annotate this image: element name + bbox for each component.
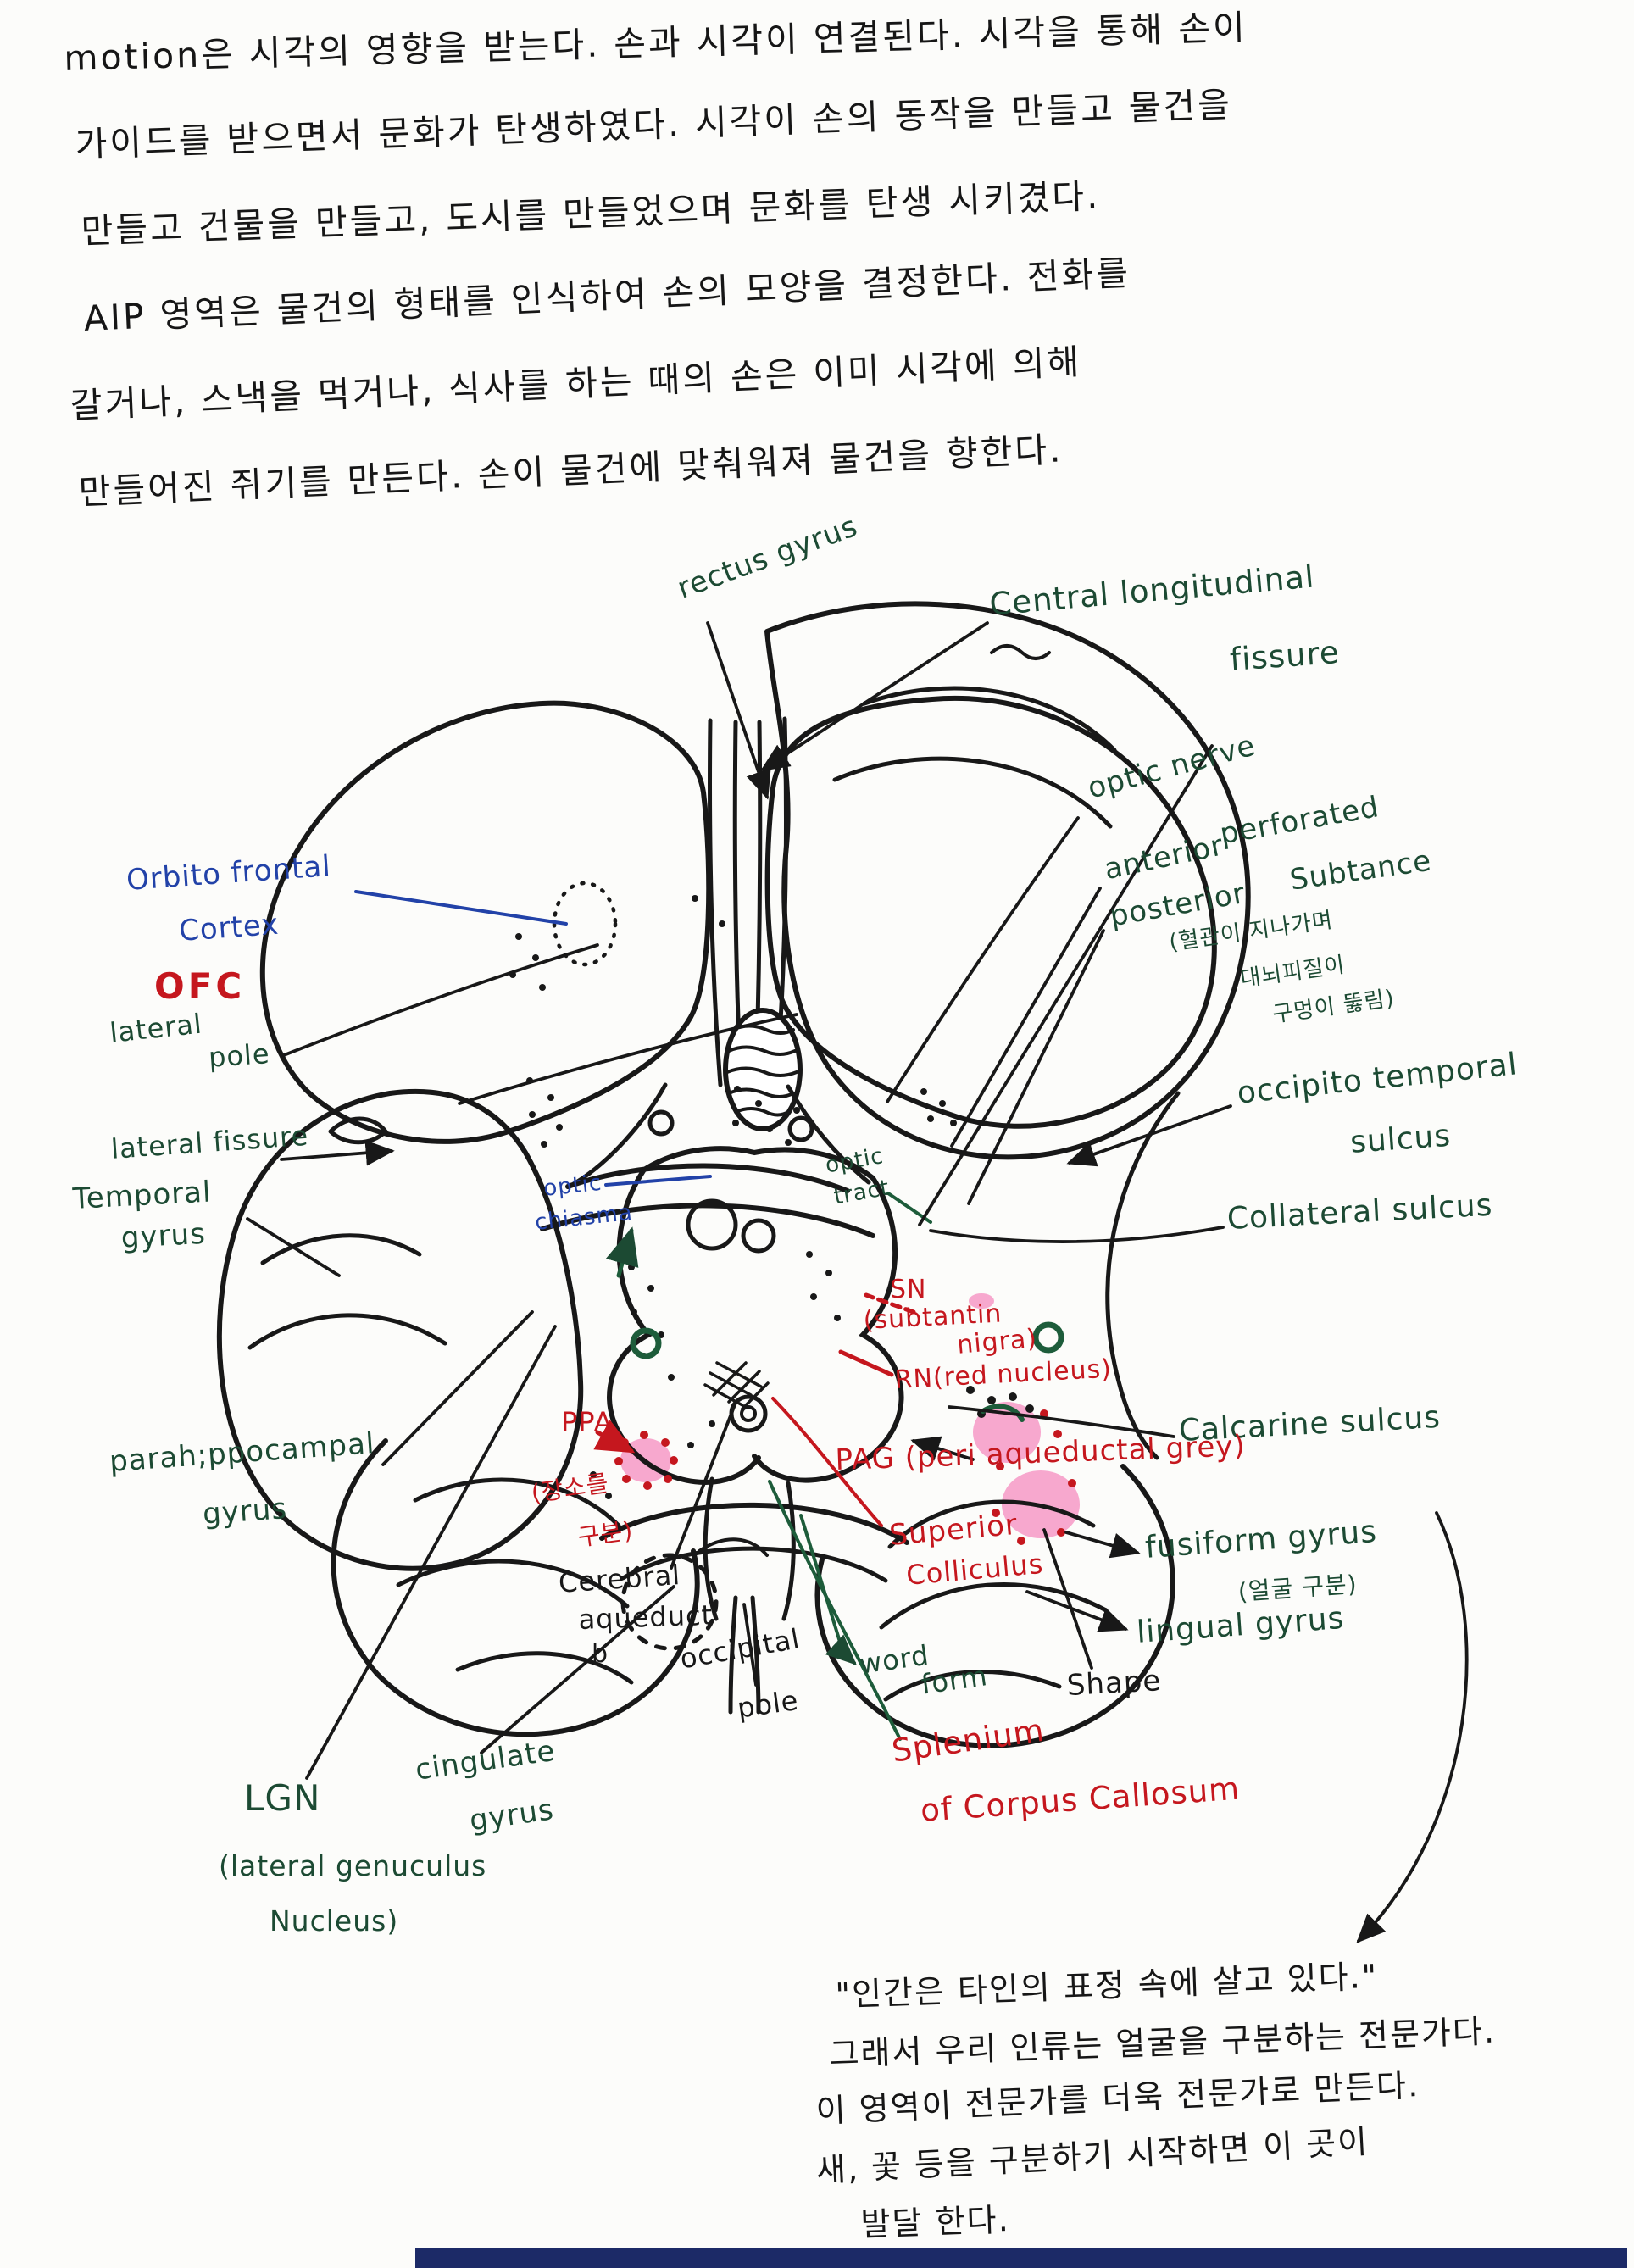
label-orbito-cortex: Cortex — [177, 907, 281, 948]
bottom-note-line: 새, 꽃 등을 구분하기 시작하면 이 곳이 — [814, 2122, 1370, 2189]
label-temporal: Temporal — [71, 1175, 213, 1216]
bottom-note-line: 그래서 우리 인류는 얼굴을 구분하는 전문가다. — [828, 2012, 1497, 2073]
top-note-line: 갈거나, 스낵을 먹거나, 식사를 하는 때의 손은 이미 시각에 의해 — [69, 341, 1083, 426]
pink-highlight-blobs — [620, 1293, 1080, 1538]
bottom-note-line: 이 영역이 전문가를 더욱 전문가로 만든다. — [814, 2065, 1420, 2130]
brain-outline — [216, 601, 1251, 1748]
label-fissure: fissure — [1228, 633, 1341, 678]
label-lgn: LGN — [244, 1777, 321, 1819]
top-note-line: 가이드를 받으면서 문화가 탄생하였다. 시각이 손의 동작을 만들고 물건을 — [74, 84, 1233, 165]
leader-lines — [246, 621, 1469, 1943]
label-sn: SN — [890, 1275, 927, 1304]
page-bottom-edge — [415, 2248, 1627, 2268]
blue-leaders — [354, 890, 712, 1187]
label-aqueduct: aqueduct — [577, 1598, 714, 1636]
brain-diagram — [216, 601, 1469, 1943]
label-ppa: PPA — [561, 1406, 614, 1438]
label-lateral-pole: pole — [207, 1037, 271, 1074]
top-note-line: 만들고 건물을 만들고, 도시를 만들었으며 문화를 탄생 시키겼다. — [80, 175, 1101, 252]
label-occipito-sulcus: sulcus — [1348, 1118, 1453, 1160]
label-temporal-gyrus: gyrus — [119, 1216, 207, 1255]
label-shape: Shape — [1065, 1664, 1163, 1703]
top-note-line: AIP 영역은 물건의 형태를 인식하여 손의 모양을 결정한다. 전화를 — [82, 253, 1131, 339]
speckle-dots — [509, 895, 1034, 1499]
bottom-note-line: 발달 한다. — [859, 2200, 1011, 2243]
label-lgn-3: Nucleus) — [270, 1904, 399, 1937]
red-leaders — [593, 1292, 916, 1527]
top-note-line: motion은 시각의 영향을 받는다. 손과 시각이 연결된다. 시각을 통해… — [63, 7, 1248, 79]
label-sn-nigra: nigra) — [955, 1323, 1039, 1360]
label-ofc: OFC — [154, 965, 246, 1007]
label-lgn-2: (lateral genuculus — [219, 1849, 487, 1882]
green-marks — [605, 1192, 1064, 1741]
label-aqueduct-b: b — [592, 1639, 609, 1669]
label-parahippocampal-gyrus: gyrus — [201, 1492, 289, 1531]
top-note-line: 만들어진 쥐기를 만든다. 손이 물건에 맞춰워져 물건을 향한다. — [77, 429, 1064, 513]
label-lateral: lateral — [108, 1007, 204, 1049]
